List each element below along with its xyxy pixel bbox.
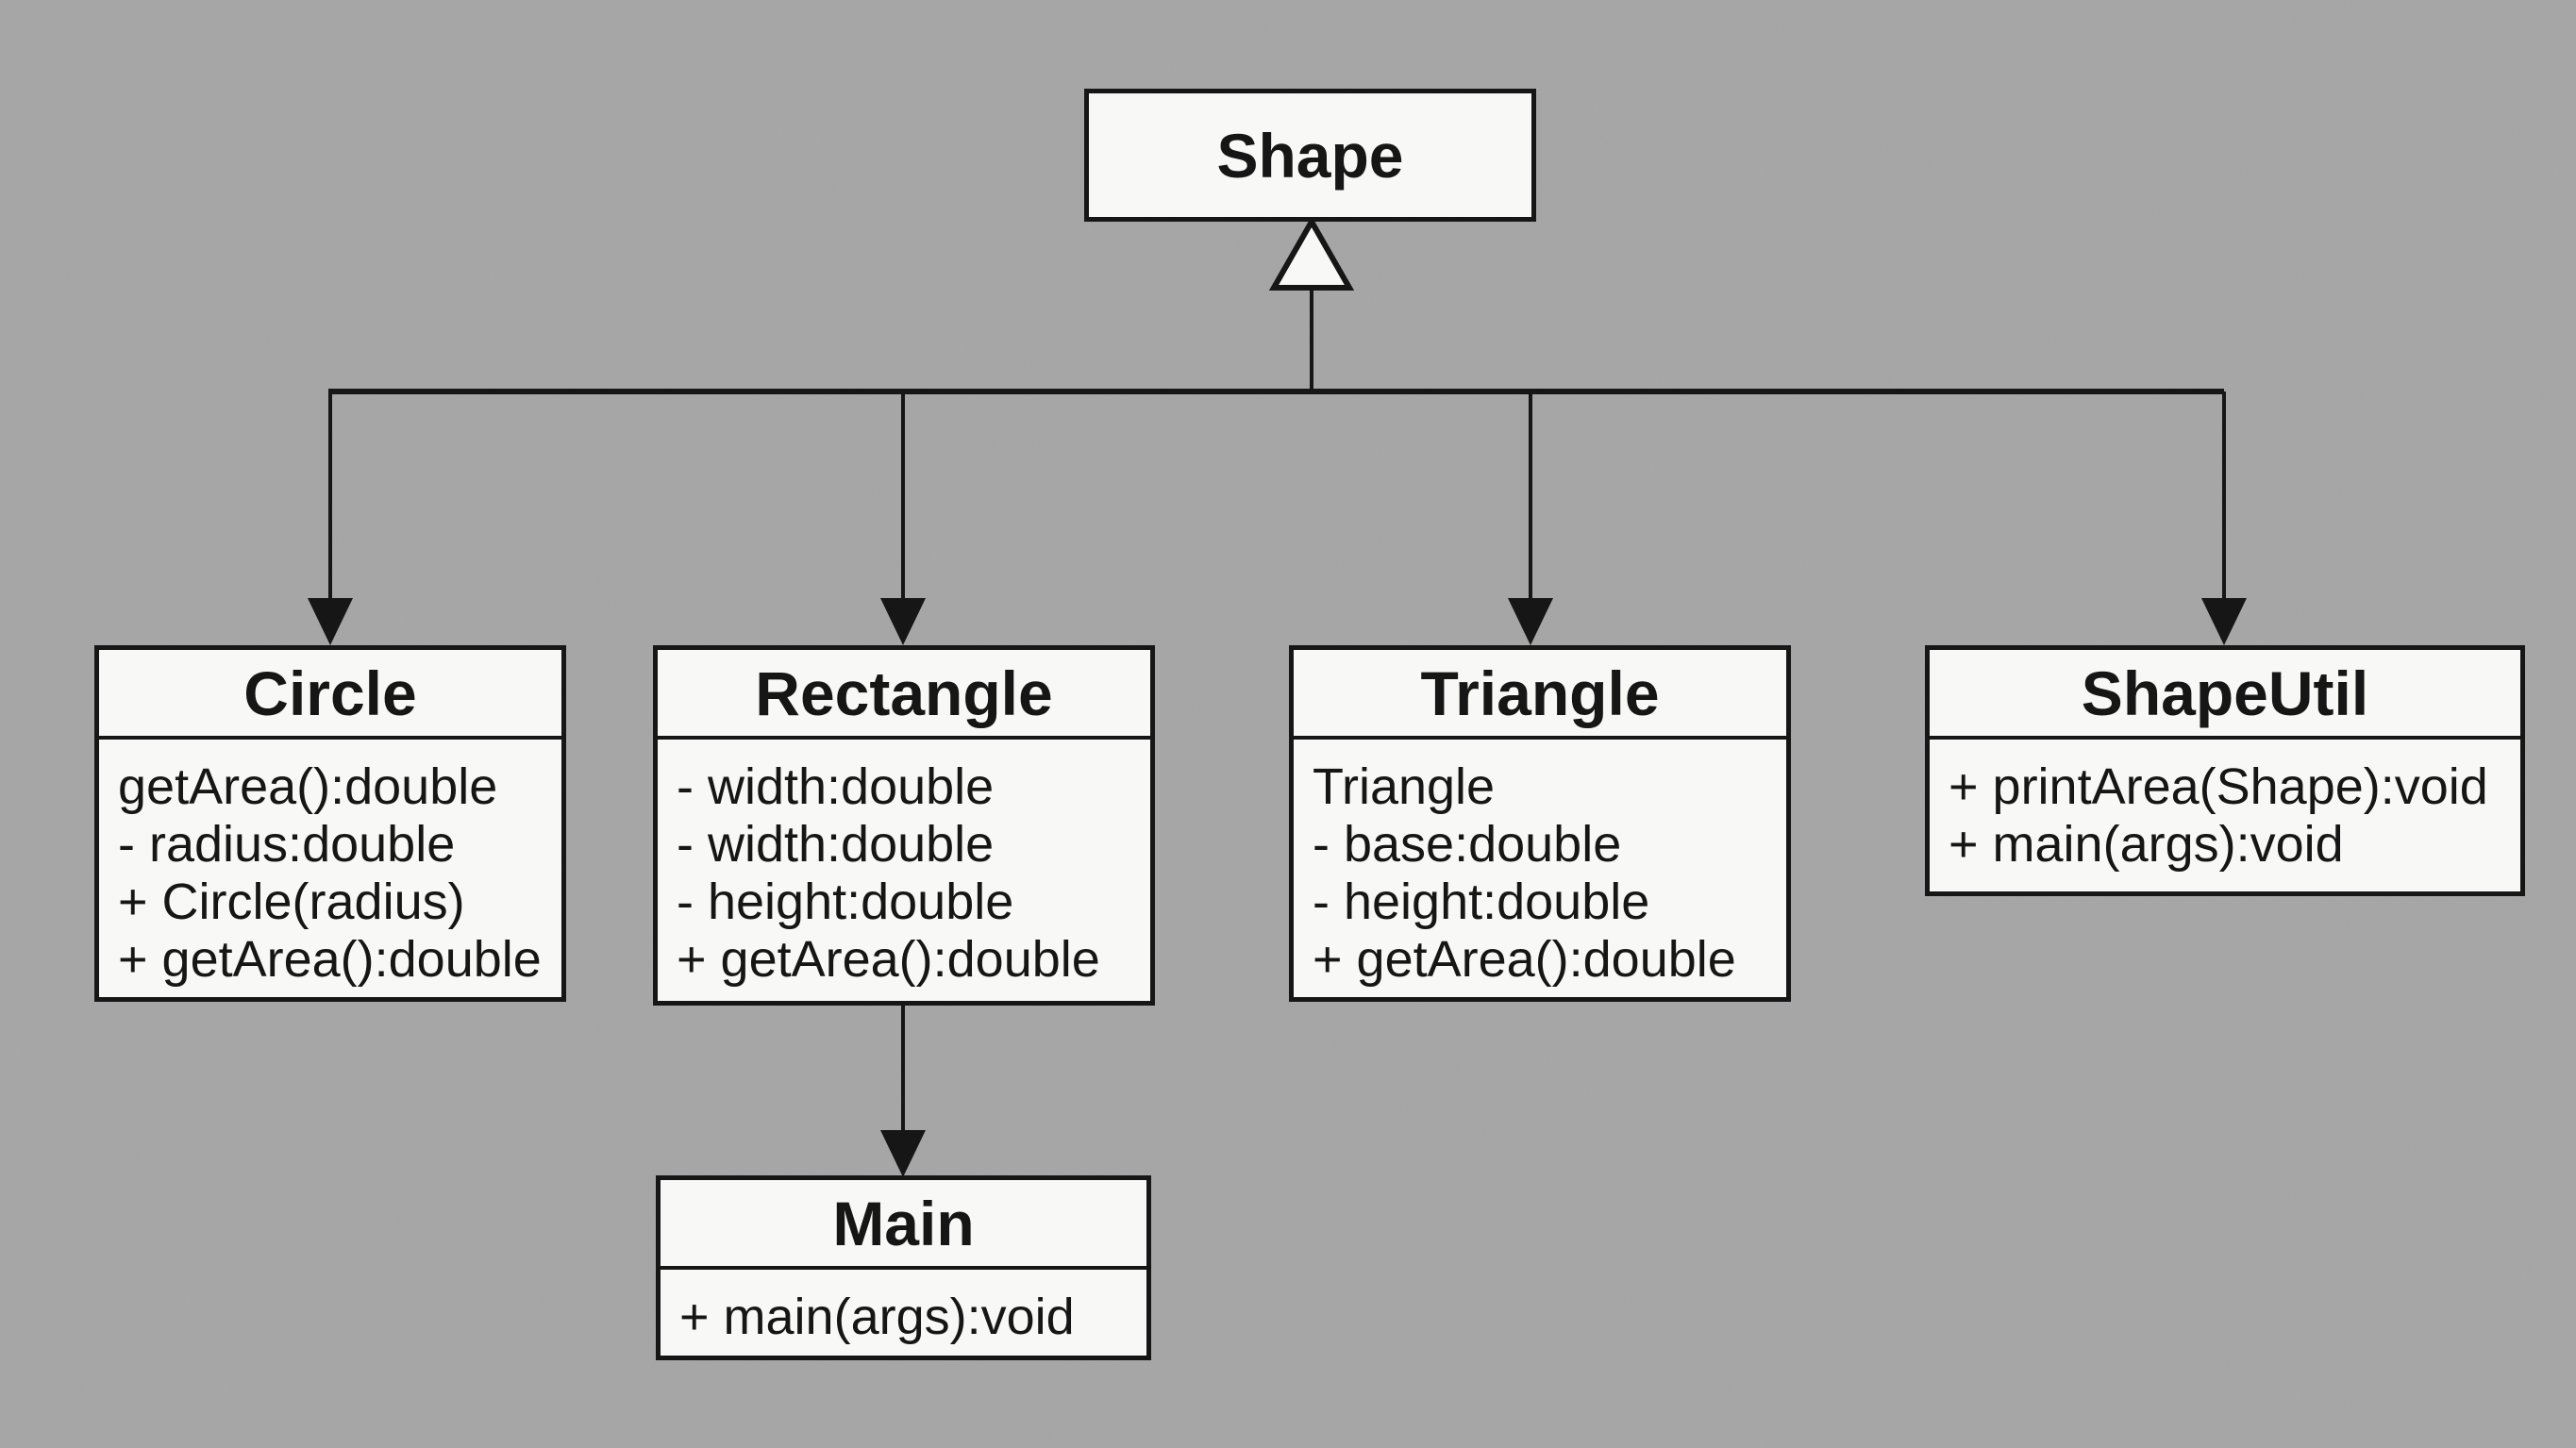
class-box-rectangle: Rectangle - width:double - width:double … [653, 645, 1155, 1006]
arrowhead-to-main-icon [880, 1130, 926, 1177]
arrowhead-to-rectangle-icon [880, 598, 926, 645]
class-title-triangle: Triangle [1294, 650, 1786, 740]
member-row: + getArea():double [1313, 931, 1736, 988]
class-box-circle: Circle getArea():double - radius:double … [94, 645, 566, 1002]
member-row: Triangle [1313, 758, 1496, 815]
member-row: + getArea():double [677, 931, 1100, 988]
class-title-shape: Shape [1216, 120, 1404, 191]
class-members-main: + main(args):void [661, 1270, 1146, 1346]
class-title-circle: Circle [99, 650, 561, 740]
member-row: - width:double [677, 816, 995, 873]
inheritance-triangle-icon [1268, 215, 1355, 291]
arrowhead-to-shapeutil-icon [2201, 598, 2247, 645]
member-row: - base:double [1313, 816, 1622, 873]
arrowhead-to-triangle-icon [1508, 598, 1553, 645]
class-members-circle: getArea():double - radius:double + Circl… [99, 740, 561, 989]
class-members-rectangle: - width:double - width:double - height:d… [658, 740, 1150, 989]
class-box-shapeutil: ShapeUtil + printArea(Shape):void + main… [1925, 645, 2525, 896]
member-row: - height:double [677, 874, 1014, 930]
member-row: + printArea(Shape):void [1949, 758, 2488, 815]
class-box-triangle: Triangle Triangle - base:double - height… [1289, 645, 1791, 1002]
member-row: - radius:double [118, 816, 456, 873]
member-row: - height:double [1313, 874, 1650, 930]
class-box-shape: Shape [1084, 89, 1536, 222]
class-members-shapeutil: + printArea(Shape):void + main(args):voi… [1930, 740, 2520, 874]
class-title-rectangle: Rectangle [658, 650, 1150, 740]
class-members-triangle: Triangle - base:double - height:double +… [1294, 740, 1786, 989]
class-box-main: Main + main(args):void [656, 1175, 1151, 1360]
member-row: + Circle(radius) [118, 874, 465, 930]
class-title-main: Main [661, 1180, 1146, 1270]
member-row: - width:double [677, 758, 995, 815]
member-row: getArea():double [118, 758, 498, 815]
member-row: + main(args):void [679, 1289, 1075, 1345]
class-title-shapeutil: ShapeUtil [1930, 650, 2520, 740]
arrowhead-to-circle-icon [308, 598, 353, 645]
member-row: + main(args):void [1949, 816, 2344, 873]
member-row: + getArea():double [118, 931, 542, 988]
